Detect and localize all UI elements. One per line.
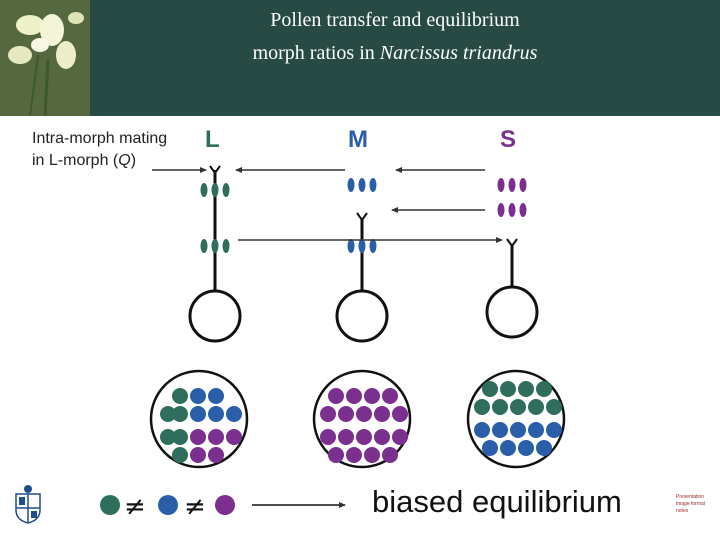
morph-frequency-comparison: ≠ ≠ [100,492,346,522]
dot-m-morph [158,495,178,515]
morph-label-s: S [500,126,517,153]
not-equal-symbol-2: ≠ [184,492,206,522]
anthers-m-upper [347,178,377,192]
stigma-s [506,238,518,248]
q-symbol: Q [118,152,131,169]
seed-pool-m [312,369,412,469]
biased-equilibrium-label: biased equilibrium [372,484,622,519]
title-line-1: Pollen transfer and equilibrium [270,9,520,31]
flower-s [485,178,539,339]
morph-label-l: L [205,126,220,153]
species-name: Narcissus triandrus [379,42,538,64]
title-line-2-prefix: morph ratios in [252,42,375,64]
pollen-transfer-arrows [152,167,503,243]
intra-morph-label: Intra-morph mating in L-morph (Q) [32,128,167,172]
anthers-m-lower [347,239,377,253]
intra-morph-label-line-1: Intra-morph mating [32,130,168,147]
narcissus-flower-photo [0,0,90,116]
flower-m [335,178,389,343]
seed-pool-l [149,369,249,469]
header-bar: Pollen transfer and equilibrium morph ra… [0,0,720,116]
university-crest-icon [14,484,42,529]
footer-note: Presentation image format notes [676,494,706,514]
dot-l-morph [100,495,120,515]
slide-title: Pollen transfer and equilibrium morph ra… [160,4,630,70]
anthers-s-lower [497,203,527,217]
anthers-s-upper [497,178,527,192]
anthers-l-lower [200,239,230,253]
stigma-l [209,165,221,175]
anthers-l-upper [200,183,230,197]
seed-pool-s [466,369,566,469]
flower-l [188,165,242,343]
dot-s-morph [215,495,235,515]
stigma-m [356,212,368,222]
intra-morph-label-line-2: in L-morph (Q) [32,152,137,169]
not-equal-symbol-1: ≠ [124,492,146,522]
morph-label-m: M [348,126,368,153]
title-line-2: morph ratios in Narcissus triandrus [160,37,630,70]
